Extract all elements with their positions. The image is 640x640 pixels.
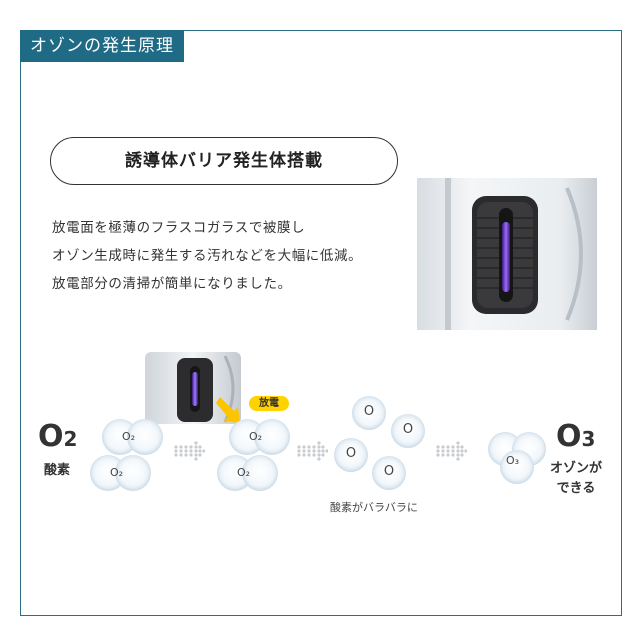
oxygen-atom xyxy=(372,456,406,490)
dotted-arrow-icon xyxy=(173,438,205,464)
o3-formula: O3 xyxy=(556,422,595,454)
o2-molecule-atom xyxy=(115,455,151,491)
o3-symbol: O xyxy=(556,419,582,454)
o2-molecule-label: O₂ xyxy=(249,430,263,443)
oxygen-atom-label: O xyxy=(345,446,357,461)
dotted-arrow-icon xyxy=(296,438,328,464)
discharge-closeup-photo xyxy=(145,352,241,424)
o2-molecule-label: O₂ xyxy=(110,466,124,479)
o3-label-line: できる xyxy=(556,481,596,496)
o3-label-line: オゾンが xyxy=(549,461,602,476)
ozone-generator-photo xyxy=(417,178,597,330)
o2-molecule-atom xyxy=(242,455,278,491)
description-line: オゾン生成時に発生する汚れなどを大幅に低減。 xyxy=(52,248,363,264)
split-note: 酸素がバラバラに xyxy=(330,501,418,514)
o2-subscript: 2 xyxy=(63,427,78,451)
oxygen-atom-label: O xyxy=(363,404,375,419)
o2-molecule-label: O₂ xyxy=(122,430,136,443)
o3-molecule-atom xyxy=(500,450,534,484)
o3-molecule-label: O₃ xyxy=(506,454,520,467)
oxygen-atom xyxy=(334,438,368,472)
oxygen-atom-label: O xyxy=(383,464,395,479)
oxygen-atom-label: O xyxy=(402,422,414,437)
description-line: 放電部分の清掃が簡単になりました。 xyxy=(52,276,292,292)
o3-subscript: 3 xyxy=(581,427,596,451)
feature-heading: 誘導体バリア発生体搭載 xyxy=(50,137,398,185)
section-title: オゾンの発生原理 xyxy=(20,30,184,62)
o2-molecule-atom xyxy=(254,419,290,455)
o2-molecule-label: O₂ xyxy=(237,466,251,479)
o2-molecule-atom xyxy=(127,419,163,455)
discharge-badge: 放電 xyxy=(249,396,289,411)
o2-formula: O2 xyxy=(38,422,77,454)
oxygen-atom xyxy=(352,396,386,430)
oxygen-atom xyxy=(391,414,425,448)
discharge-arrow xyxy=(216,393,252,429)
o2-label: 酸素 xyxy=(44,463,71,478)
feature-description: 放電面を極薄のフラスコガラスで被膜し オゾン生成時に発生する汚れなどを大幅に低減… xyxy=(52,214,362,298)
o2-symbol: O xyxy=(38,419,64,454)
dotted-arrow-icon xyxy=(435,438,467,464)
content-frame xyxy=(20,30,622,616)
description-line: 放電面を極薄のフラスコガラスで被膜し xyxy=(52,220,306,236)
o3-label: オゾンが できる xyxy=(546,459,606,499)
